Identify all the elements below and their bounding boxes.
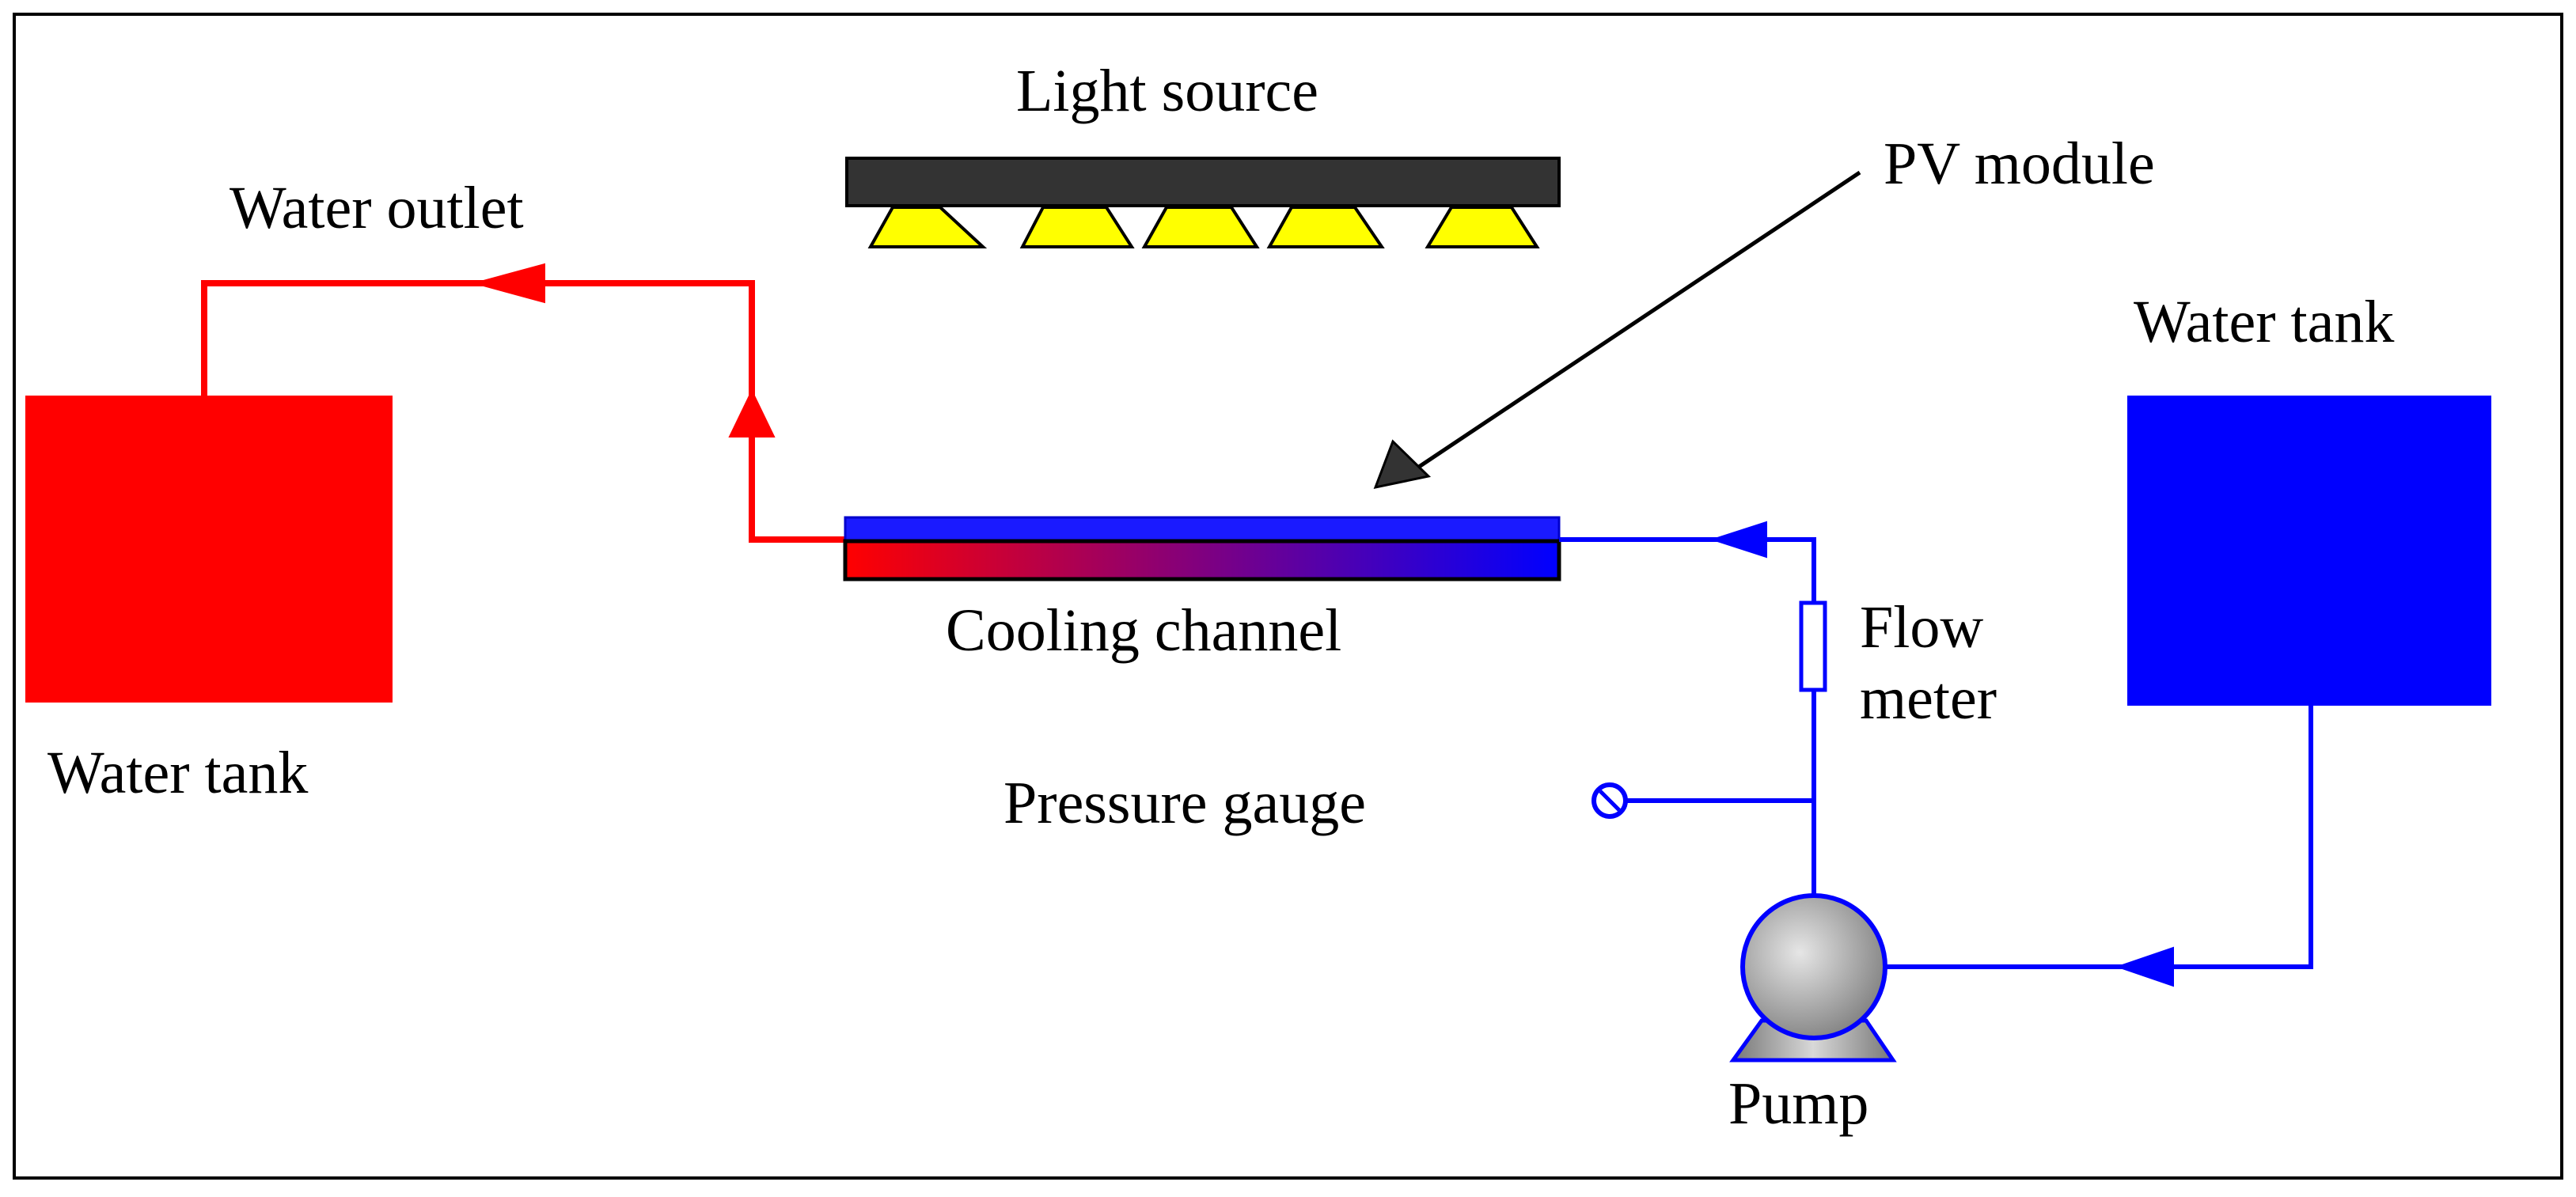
water-outlet-label: Water outlet xyxy=(230,175,524,241)
water-tank-left xyxy=(25,396,393,703)
arrow-icon xyxy=(1373,439,1432,490)
arrow-icon xyxy=(2115,946,2174,987)
lamp-icon xyxy=(1141,206,1260,248)
pump-label: Pump xyxy=(1728,1070,1868,1137)
lamp-icon xyxy=(1266,206,1385,248)
arrow-icon xyxy=(472,263,545,304)
lamp-icon xyxy=(1019,206,1135,248)
return-pipe xyxy=(1885,704,2313,969)
light-source-label: Light source xyxy=(1016,58,1318,124)
inlet-pipe xyxy=(1559,537,1816,965)
pressure-gauge-label: Pressure gauge xyxy=(1003,770,1366,836)
arrow-icon xyxy=(728,388,776,438)
flow-meter-label-line1: Flow xyxy=(1860,594,1983,661)
pressure-gauge-icon xyxy=(1592,782,1628,819)
water-tank-right-label: Water tank xyxy=(2134,289,2394,355)
flow-meter-icon xyxy=(1799,600,1827,692)
water-tank-right xyxy=(2127,396,2491,706)
light-bar xyxy=(845,157,1561,207)
cooling-channel-label: Cooling channel xyxy=(946,597,1341,664)
light-source xyxy=(845,157,1561,248)
lamp-icon xyxy=(867,206,988,248)
pv-pointer-line xyxy=(1415,170,1861,471)
outlet-pipe xyxy=(201,280,845,543)
pv-module-label: PV module xyxy=(1884,131,2155,197)
pump-icon xyxy=(1729,893,1897,1063)
cooling-channel xyxy=(843,539,1561,581)
water-tank-left-label: Water tank xyxy=(47,740,308,806)
lamp-icon xyxy=(1425,206,1540,248)
flow-meter-label-line2: meter xyxy=(1860,665,1997,732)
pv-module xyxy=(844,516,1561,543)
arrow-icon xyxy=(1709,521,1767,559)
